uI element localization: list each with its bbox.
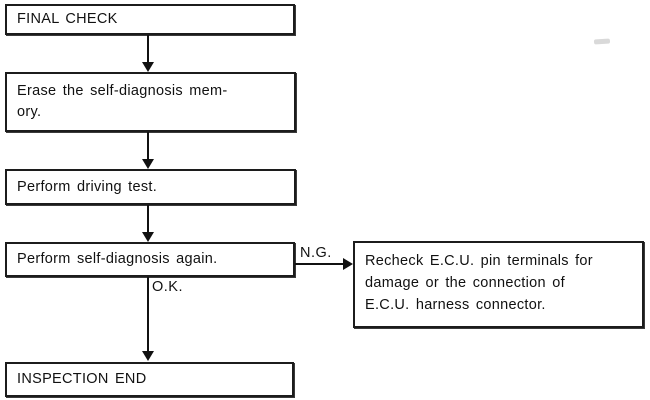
arrowhead-right-icon [343,258,353,270]
node-self-diagnosis: Perform self-diagnosis again. [5,242,295,277]
arrowhead-down-icon [142,62,154,72]
arrow-line [295,263,344,265]
arrowhead-down-icon [142,351,154,361]
node-inspection-end: INSPECTION END [5,362,294,397]
node-final-check: FINAL CHECK [5,4,295,35]
arrow-line [147,132,149,160]
arrow-line [147,35,149,63]
node-driving-test: Perform driving test. [5,169,296,205]
arrowhead-down-icon [142,232,154,242]
label-ok: O.K. [152,279,184,295]
node-erase-memory: Erase the self-diagnosis mem- ory. [5,72,296,132]
label-ng: N.G. [300,245,332,261]
arrow-line [147,205,149,233]
arrowhead-down-icon [142,159,154,169]
arrow-line [147,277,149,352]
node-recheck-ecu: Recheck E.C.U. pin terminals for damage … [353,241,644,328]
scan-artifact-mark [593,38,611,45]
